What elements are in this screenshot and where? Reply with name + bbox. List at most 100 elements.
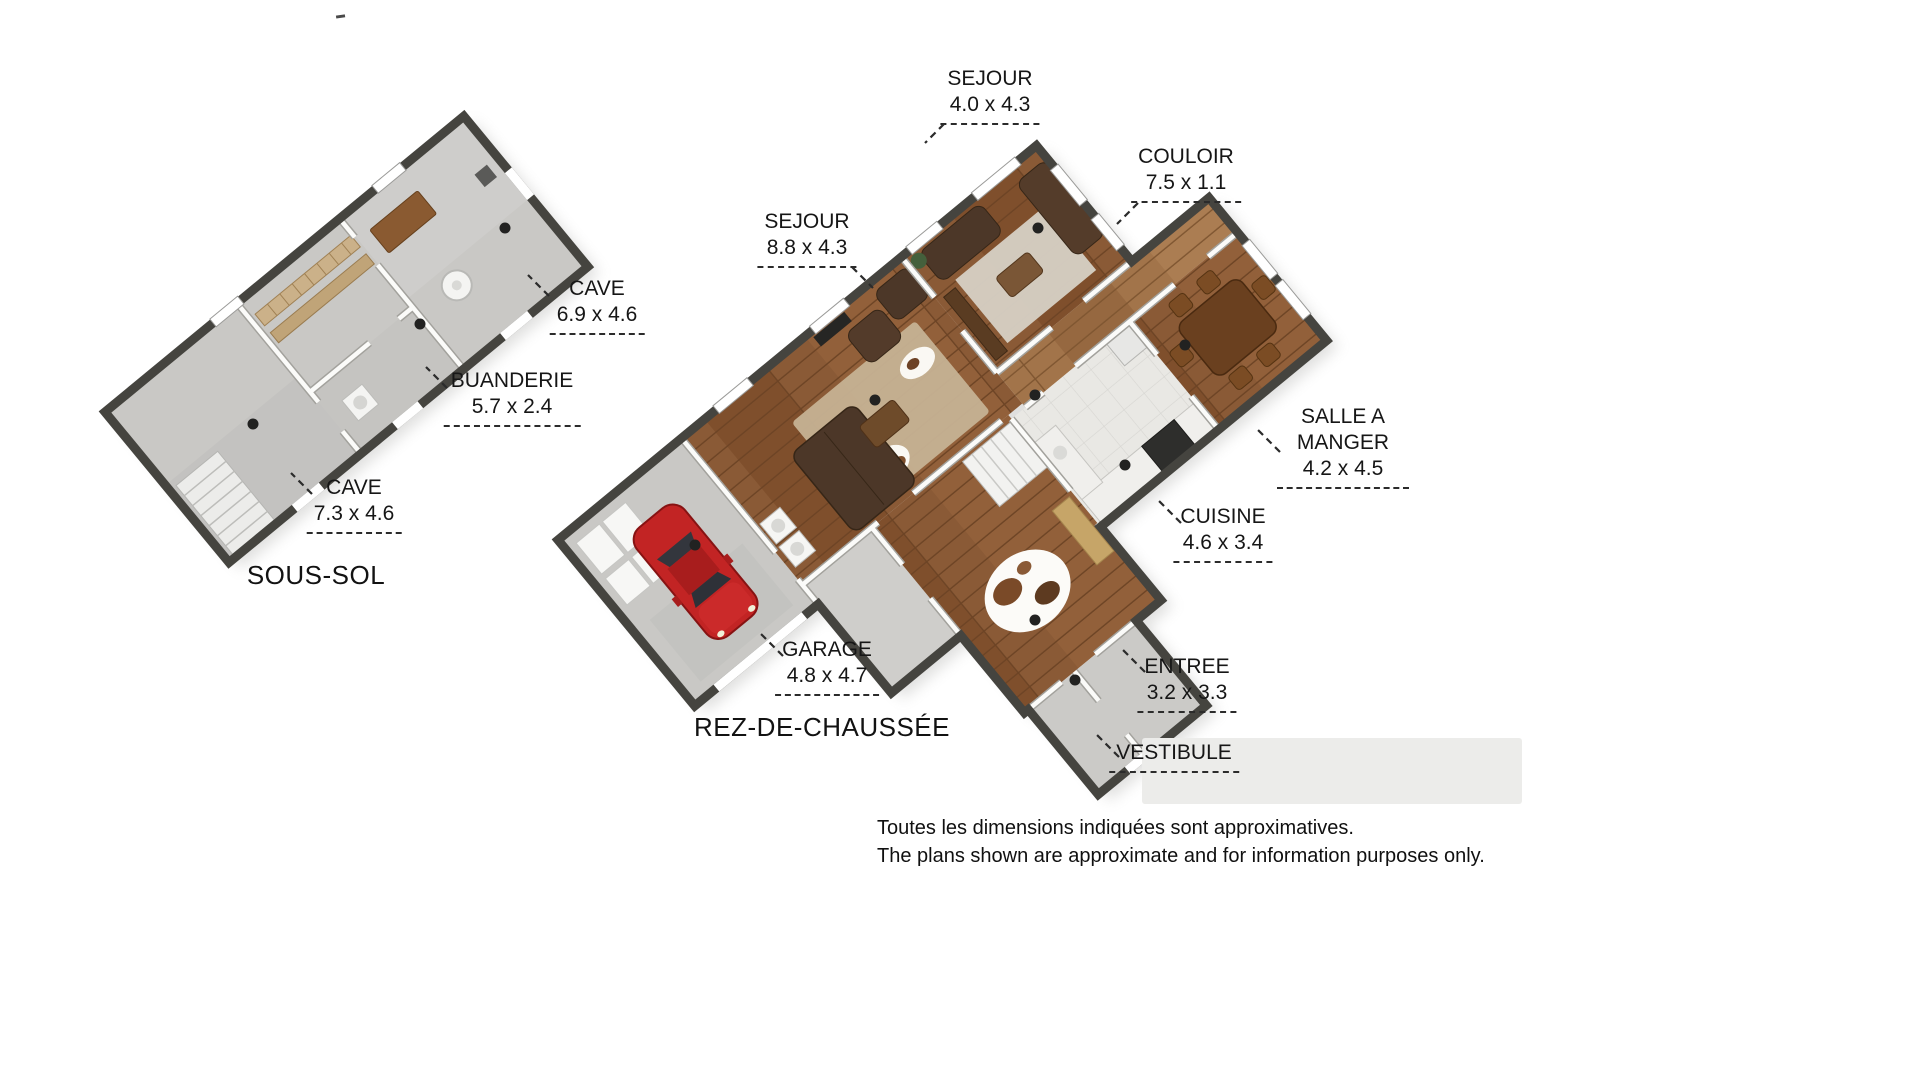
sink: [1053, 445, 1068, 460]
room-name: ENTREE: [1144, 655, 1230, 678]
label-leader-line: [1257, 429, 1281, 453]
basement-staircase: [175, 450, 276, 555]
plant: [910, 252, 927, 269]
room-label-sejour-big: SEJOUR 8.8 x 4.3: [757, 209, 857, 268]
room-label-cave-2: CAVE 7.3 x 4.6: [306, 475, 402, 534]
basement-washer: [341, 383, 380, 422]
room-label-cave-1: CAVE 6.9 x 4.6: [549, 276, 645, 335]
label-leader-line: [1116, 202, 1139, 225]
sejour-furniture: [759, 268, 989, 568]
room-label-cuisine: CUISINE 4.6 x 3.4: [1173, 504, 1273, 563]
room-dot: [414, 318, 426, 330]
chair: [1168, 292, 1194, 318]
room-name: CAVE: [569, 277, 625, 300]
coffee-table: [996, 252, 1044, 297]
room-label-buanderie: BUANDERIE 5.7 x 2.4: [443, 368, 581, 427]
basement-door-openings: [291, 167, 535, 512]
label-leader-line: [851, 266, 874, 289]
label-leader-line: [1122, 649, 1146, 673]
room-dot: [499, 222, 511, 234]
disclaimer-line-en: The plans shown are approximate and for …: [877, 845, 1485, 867]
room-label-couloir: COULOIR 7.5 x 1.1: [1131, 144, 1241, 203]
room-dot: [1029, 614, 1041, 626]
ground-windows: [712, 156, 1312, 415]
sofa: [921, 205, 1001, 280]
sejour2-furniture: [910, 162, 1103, 362]
dining-table: [1178, 279, 1277, 376]
garage-contents: [575, 501, 759, 640]
ground-floor-plan: [551, 139, 1339, 801]
watermark-block: [1142, 738, 1522, 804]
room-name: VESTIBULE: [1116, 741, 1232, 764]
tv-cabinet: [813, 311, 852, 347]
room-dims: 6.9 x 4.6: [556, 303, 638, 326]
dresser: [942, 287, 1009, 362]
chair: [1196, 270, 1221, 295]
room-label-garage: GARAGE 4.8 x 4.7: [775, 637, 879, 696]
label-leader-line: [1158, 500, 1182, 524]
room-dims: 3.2 x 3.3: [1146, 681, 1228, 704]
label-leader-line: [290, 472, 313, 495]
room-name: CAVE: [326, 476, 382, 499]
room-dims: 4.6 x 3.4: [1182, 531, 1264, 554]
coffee-table: [859, 400, 910, 448]
utility-floor: [802, 527, 961, 693]
disclaimer: Toutes les dimensions indiquées sont app…: [877, 814, 1485, 870]
room-dims: 8.8 x 4.3: [766, 236, 848, 259]
label-leader-line: [425, 366, 448, 389]
basement-shelving: [254, 234, 375, 344]
room-dot: [869, 394, 881, 406]
dining-set: [1168, 270, 1281, 390]
room-dots: [247, 222, 1191, 686]
couloir-floor: [996, 197, 1238, 408]
room-dot: [1032, 222, 1044, 234]
entree-floor: [1028, 620, 1207, 795]
room-name: SEJOUR: [947, 67, 1033, 90]
room-dot: [689, 539, 701, 551]
room-dot: [1179, 339, 1191, 351]
room-label-salle-a-manger: SALLE A MANGER 4.2 x 4.5: [1277, 404, 1409, 489]
armchair: [848, 309, 902, 363]
chair: [1228, 365, 1253, 390]
water-heater: [440, 269, 473, 302]
sideboard: [1051, 496, 1115, 566]
label-leader-line: [760, 633, 784, 657]
room-name: BUANDERIE: [450, 369, 574, 392]
cowhide-rug: [984, 549, 1071, 633]
room-dims: 7.5 x 1.1: [1145, 171, 1227, 194]
basement-title: SOUS-SOL: [246, 560, 386, 590]
room-label-sejour-small: SEJOUR 4.0 x 4.3: [940, 66, 1040, 125]
basement-chair: [474, 164, 498, 188]
room-dot: [247, 418, 259, 430]
basement-exterior-wall: [98, 109, 595, 569]
ground-exterior-wall: [551, 139, 1333, 801]
label-leader-line: [1096, 734, 1120, 758]
room-name: GARAGE: [782, 638, 872, 661]
basement-plan: [98, 109, 600, 569]
label-leaders: [290, 123, 1281, 758]
disclaimer-line-fr: Toutes les dimensions indiquées sont app…: [877, 817, 1354, 839]
red-car: [632, 503, 759, 640]
basement-table: [370, 190, 437, 253]
overlay: [247, 14, 1522, 804]
room-label-vestibule: VESTIBULE: [1109, 740, 1239, 773]
room-dot: [1029, 389, 1041, 401]
label-leader-line: [527, 274, 550, 297]
room-name: SALLE A MANGER: [1296, 405, 1390, 454]
room-dot: [1069, 674, 1081, 686]
basement-windows: [209, 161, 407, 328]
room-name: CUISINE: [1180, 505, 1266, 528]
room-dims: 4.0 x 4.3: [949, 93, 1031, 116]
room-dims: 5.7 x 2.4: [471, 395, 553, 418]
room-dot: [1119, 459, 1131, 471]
chair: [1256, 342, 1281, 367]
room-label-entree: ENTREE 3.2 x 3.3: [1137, 654, 1237, 713]
ground-floor-title: REZ-DE-CHAUSSÉE: [694, 712, 950, 742]
label-leader-line: [924, 123, 945, 144]
stray-mark: [335, 14, 346, 19]
room-dims: 4.2 x 4.5: [1302, 457, 1384, 480]
family-room-furniture: [961, 421, 1115, 633]
room-dims: 7.3 x 4.6: [313, 502, 395, 525]
